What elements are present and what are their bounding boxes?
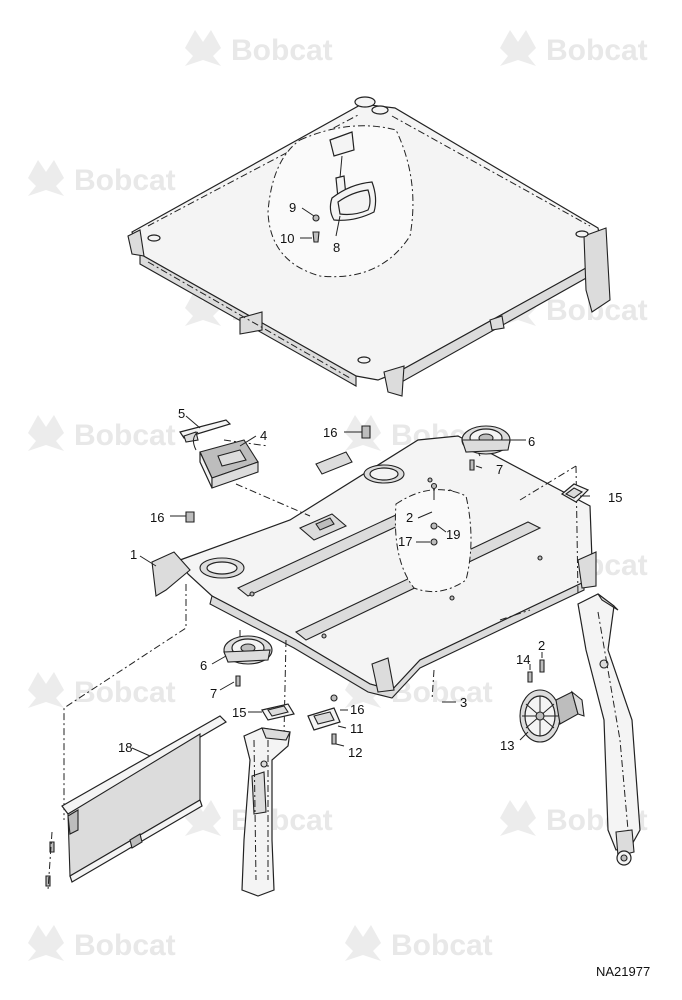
- callout-2-middle: 2: [406, 510, 413, 525]
- radio-unit-4: [192, 431, 259, 489]
- screw-10: [312, 231, 320, 243]
- watermark: Bobcat: [28, 415, 176, 452]
- callout-18: 18: [118, 740, 132, 755]
- speaker-lower-left-6: [223, 635, 273, 665]
- watermark: Bobcat: [500, 30, 648, 67]
- screw-9: [312, 214, 320, 222]
- screw-12: [331, 733, 337, 745]
- watermark: Bobcat: [185, 30, 333, 67]
- callout-9: 9: [289, 200, 296, 215]
- mirror-assembly: [329, 131, 377, 221]
- callout-16-left: 16: [150, 510, 164, 525]
- sunshade-screws: [45, 831, 55, 891]
- callout-19: 19: [446, 527, 460, 542]
- lens-strip-5: [179, 419, 232, 443]
- diagram-reference-id: NA21977: [596, 964, 650, 979]
- callout-4: 4: [260, 428, 267, 443]
- fan-13: [519, 689, 585, 743]
- callout-7-lower: 7: [210, 686, 217, 701]
- callout-6-top: 6: [528, 434, 535, 449]
- grommet-15-right: [560, 483, 590, 503]
- fastener-2-right: [539, 659, 545, 673]
- screw-7-lower: [235, 675, 241, 687]
- watermark-text: Bobcat: [231, 34, 333, 67]
- callouts: 9 10 8 5 4 16 6 7 15 16 2 19 17 1 6 2 14…: [118, 200, 622, 760]
- callout-3: 3: [460, 695, 467, 710]
- callout-16-bottom: 16: [350, 702, 364, 717]
- watermark-text: Bobcat: [74, 164, 176, 197]
- right-rear-post: [577, 593, 641, 866]
- callout-10: 10: [280, 231, 294, 246]
- callout-2-right: 2: [538, 638, 545, 653]
- callout-13: 13: [500, 738, 514, 753]
- watermark-text: Bobcat: [391, 929, 493, 962]
- callout-12: 12: [348, 745, 362, 760]
- watermark-text: Bobcat: [74, 419, 176, 452]
- watermark-text: Bobcat: [74, 676, 176, 709]
- callout-15-lower: 15: [232, 705, 246, 720]
- sunshade-18: [61, 715, 227, 883]
- screw-7-top: [469, 459, 475, 471]
- callout-1: 1: [130, 547, 137, 562]
- callout-17: 17: [398, 534, 412, 549]
- callout-16-top: 16: [323, 425, 337, 440]
- left-rear-post: [241, 727, 291, 897]
- watermark: Bobcat: [28, 925, 176, 962]
- callout-7-top: 7: [496, 462, 503, 477]
- fastener-19: [430, 522, 438, 530]
- watermark: Bobcat: [28, 160, 176, 197]
- callout-6-lower: 6: [200, 658, 207, 673]
- fastener-17: [430, 538, 438, 546]
- leader-lines: [131, 207, 590, 757]
- grommet-15-lower: [261, 703, 295, 721]
- watermark-text: Bobcat: [74, 929, 176, 962]
- fastener-2-middle: [430, 482, 438, 500]
- screw-16-top: [361, 425, 371, 439]
- callout-11: 11: [350, 721, 364, 736]
- dome-light-11: [307, 707, 341, 731]
- callout-14: 14: [516, 652, 530, 667]
- callout-8: 8: [333, 240, 340, 255]
- callout-15-right: 15: [608, 490, 622, 505]
- screw-14: [527, 671, 533, 683]
- watermark-text: Bobcat: [546, 34, 648, 67]
- screw-16-left: [185, 511, 195, 523]
- callout-5: 5: [178, 406, 185, 421]
- watermark: Bobcat: [345, 925, 493, 962]
- speaker-top-right-6: [461, 425, 511, 455]
- watermark: Bobcat: [28, 672, 176, 709]
- screw-16-bottom: [330, 694, 338, 702]
